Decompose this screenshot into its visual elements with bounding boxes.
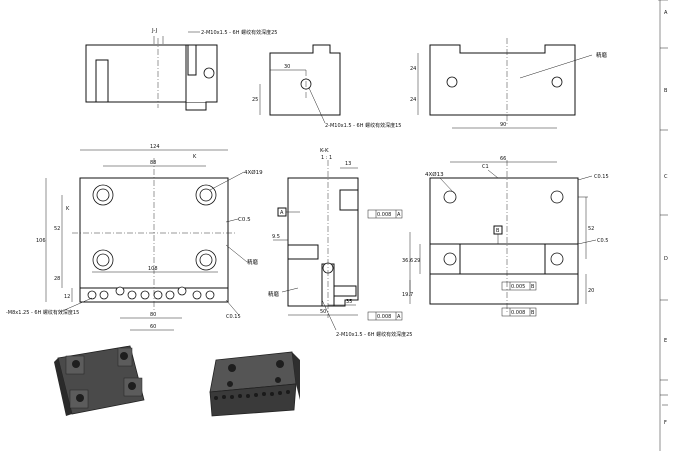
- tol2-ref: A: [397, 314, 401, 320]
- section-title-kk: K-K: [320, 148, 329, 154]
- tol4-ref: B: [531, 310, 535, 316]
- dim-124: 124: [150, 144, 160, 150]
- dim-52-right: 52: [588, 226, 594, 232]
- dim-95-section: 9.5: [272, 234, 280, 240]
- tol1-ref: A: [397, 212, 401, 218]
- chamfer-c05-right: C0.5: [597, 238, 608, 244]
- thread-note-plan: -M8x1.25 - 6H 螺纹有效深度15: [6, 309, 79, 316]
- dim-24a: 24: [410, 66, 416, 72]
- grind-note-section: 精磨: [268, 290, 280, 298]
- thread-note-section: 2-M10x1.5 - 6H 螺纹有效深度25: [336, 331, 412, 338]
- dim-60: 60: [150, 324, 156, 330]
- view-right: 66 4XØ13 C1 C0.15 C0.5 52 36.6 29 19.7 2…: [402, 156, 609, 317]
- thread-note-top-left: 2-M10x1.5 - 6H 螺纹有效深度25: [201, 29, 277, 36]
- dim-20: 20: [588, 288, 594, 294]
- k-mark-left: K: [66, 206, 70, 212]
- k-mark-top: K: [193, 154, 197, 160]
- dim-80: 80: [150, 312, 156, 318]
- tapped-hole-row: [87, 286, 215, 300]
- zone-b: B: [664, 88, 668, 94]
- dim-24b: 24: [410, 97, 416, 103]
- grind-note-top-right: 精磨: [596, 51, 608, 59]
- tol4-value: 0.008: [511, 310, 525, 316]
- zone-a: A: [664, 10, 668, 16]
- section-label-jj: J-J: [151, 28, 158, 34]
- tolerance-frame-4: 0.008 B: [501, 307, 537, 317]
- dim-28: 28: [54, 276, 60, 282]
- border-frame: A B C D E F: [658, 0, 668, 451]
- zone-c: C: [664, 174, 668, 180]
- dim-52: 52: [54, 226, 60, 232]
- datum-b: B: [496, 228, 500, 234]
- dim-13-section: 13: [345, 161, 351, 167]
- view-top-middle: 30 25 2-M10x1.5 - 6H 螺纹有效深度15: [252, 44, 401, 129]
- grind-note-plan: 精磨: [247, 258, 259, 266]
- view-section-jj: J-J 2-M10x1.5 - 6H 螺纹有效深度25: [85, 28, 277, 111]
- view-top-right: 24 24 90 精磨: [410, 38, 608, 129]
- holes-callout-plan: 4XØ19: [244, 169, 263, 176]
- iso-view-right: [209, 351, 300, 417]
- dim-30: 30: [284, 64, 290, 70]
- tolerance-frame-3: 0.005 B: [501, 281, 537, 291]
- zone-f: F: [664, 420, 667, 426]
- view-plan: 124 88 108 80 60 106 52 28 12 K K 4XØ19 …: [6, 144, 263, 331]
- chamfer-c015-right: C0.15: [594, 174, 609, 180]
- chamfer-c015-plan: C0.15: [226, 314, 241, 320]
- holes-callout-right: 4XØ13: [425, 171, 444, 178]
- dim-197: 19.7: [402, 292, 413, 298]
- chamfer-c1: C1: [482, 164, 489, 170]
- thread-note-top-middle: 2-M10x1.5 - 6H 螺纹有效深度15: [325, 122, 401, 129]
- chamfer-c05-plan: C0.5: [238, 217, 251, 223]
- tol2-value: 0.008: [377, 314, 391, 320]
- dim-88: 88: [150, 160, 156, 166]
- zone-e: E: [664, 338, 667, 344]
- tol3-ref: B: [531, 284, 535, 290]
- tolerance-frame-1: 0.008 A: [367, 209, 403, 219]
- tolerance-frame-2: 0.008 A: [367, 311, 403, 321]
- datum-a: A: [280, 210, 284, 216]
- dim-35-section: 35: [346, 299, 352, 305]
- dim-106: 106: [36, 238, 46, 244]
- dim-66: 66: [500, 156, 506, 162]
- dim-90: 90: [500, 122, 506, 128]
- dim-50-section: 50: [320, 309, 326, 315]
- tol3-value: 0.005: [511, 284, 525, 290]
- dim-25-left: 25: [252, 97, 258, 103]
- dim-366: 36.6: [402, 258, 413, 264]
- dim-29: 29: [414, 258, 420, 264]
- dim-12: 12: [64, 294, 70, 300]
- tol1-value: 0.008: [377, 212, 391, 218]
- section-scale: 1 : 1: [321, 155, 332, 161]
- view-section-kk: K-K 1 : 1 13 9.5 50 35 A 0.008 A 0.0: [268, 148, 412, 338]
- dim-108: 108: [148, 266, 158, 272]
- zone-d: D: [664, 256, 668, 262]
- iso-view-left: [54, 345, 145, 416]
